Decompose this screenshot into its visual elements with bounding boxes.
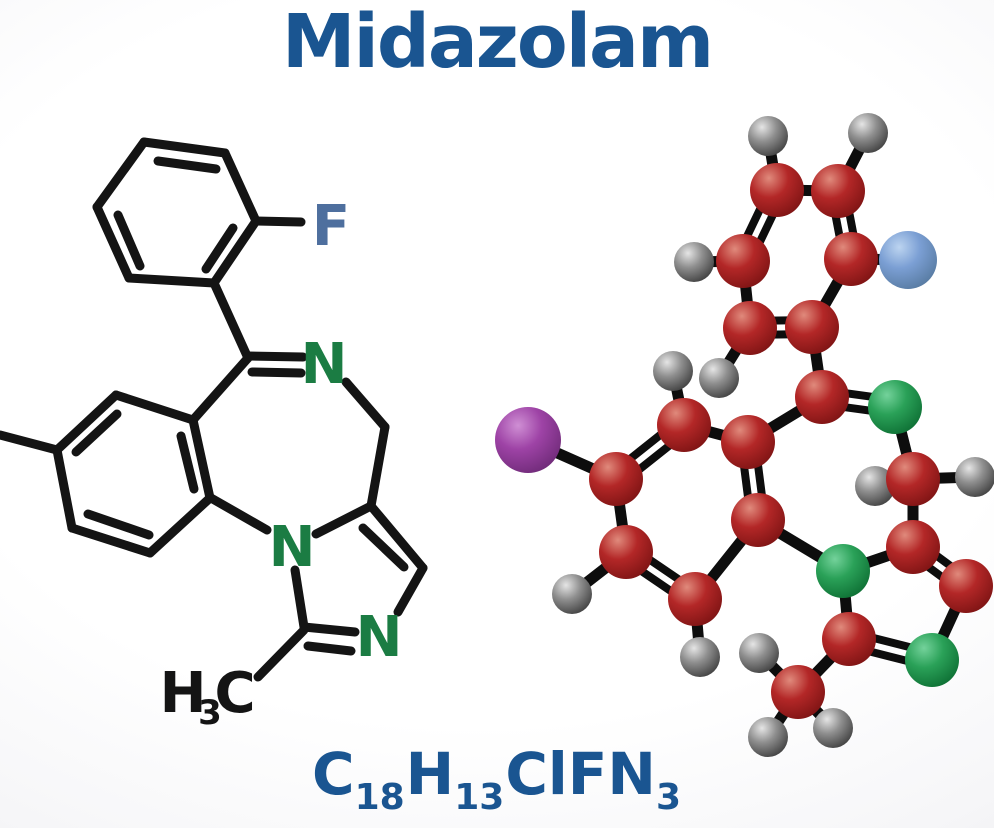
bond xyxy=(176,431,199,494)
atom-h xyxy=(699,358,739,398)
atom-c xyxy=(731,493,785,547)
atom-c xyxy=(822,612,876,666)
bond xyxy=(67,523,155,558)
atom-c xyxy=(723,301,777,355)
bond xyxy=(124,273,219,288)
bond xyxy=(201,223,238,274)
atom-n xyxy=(816,544,870,598)
atom-h xyxy=(653,351,693,391)
atom-c xyxy=(771,665,825,719)
atom-h xyxy=(748,717,788,757)
atom-h xyxy=(955,457,994,497)
bond xyxy=(341,377,390,432)
bond xyxy=(243,351,308,362)
atom-c xyxy=(785,300,839,354)
atom-label-n: N xyxy=(301,332,348,397)
bond xyxy=(71,409,122,457)
atom-c xyxy=(824,232,878,286)
atom-f xyxy=(879,231,937,289)
bond xyxy=(209,216,261,288)
bond xyxy=(188,353,253,425)
atom-label-f: F xyxy=(312,194,350,259)
atom-c xyxy=(795,370,849,424)
atom-c xyxy=(886,452,940,506)
bond xyxy=(393,563,428,617)
formula-subscript: 13 xyxy=(454,777,505,818)
model-atoms xyxy=(495,113,994,757)
bond xyxy=(0,430,62,455)
formula-element: ClFN xyxy=(505,740,656,808)
bond xyxy=(92,202,134,283)
bond xyxy=(206,493,272,535)
atom-c xyxy=(939,559,993,613)
atom-label-n: N xyxy=(356,605,403,670)
atom-c xyxy=(716,234,770,288)
atom-h xyxy=(680,637,720,677)
molecule-title: Midazolam xyxy=(281,0,714,85)
atom-cl xyxy=(495,407,561,473)
atom-c xyxy=(811,164,865,218)
bond xyxy=(83,509,154,540)
bond xyxy=(52,445,77,533)
atom-h xyxy=(674,242,714,282)
bond xyxy=(366,422,390,511)
bond xyxy=(311,501,376,539)
ball-and-stick-model xyxy=(495,113,994,757)
bond xyxy=(251,216,306,227)
bond xyxy=(299,622,360,637)
atom-h xyxy=(552,574,592,614)
formula-subscript: 3 xyxy=(655,777,681,818)
atom-h xyxy=(855,466,895,506)
bond xyxy=(366,501,428,573)
skeletal-bonds xyxy=(0,137,428,682)
atom-n xyxy=(905,633,959,687)
atom-c xyxy=(668,572,722,626)
atom-label-h: H xyxy=(160,661,207,726)
formula-element: C xyxy=(311,740,355,808)
bond xyxy=(303,641,356,656)
atom-h xyxy=(813,708,853,748)
atom-c xyxy=(750,163,804,217)
atom-label-3: 3 xyxy=(198,693,222,733)
molecular-formula: C18H13ClFN3 xyxy=(0,744,994,818)
bond xyxy=(139,137,230,158)
atom-c xyxy=(599,525,653,579)
atom-c xyxy=(886,520,940,574)
bond xyxy=(209,278,253,363)
bond xyxy=(52,390,121,455)
atom-c xyxy=(589,452,643,506)
formula-element: H xyxy=(405,740,455,808)
atom-n xyxy=(868,380,922,434)
bond xyxy=(290,565,309,632)
bond xyxy=(153,156,221,174)
bond xyxy=(247,367,306,378)
atom-label-n: N xyxy=(269,515,316,580)
bond xyxy=(188,415,215,503)
bond xyxy=(92,137,149,212)
bond xyxy=(113,210,145,271)
atom-h xyxy=(748,116,788,156)
atom-h xyxy=(848,113,888,153)
formula-subscript: 18 xyxy=(354,777,405,818)
atom-c xyxy=(657,398,711,452)
bond xyxy=(358,523,409,572)
bond xyxy=(111,390,198,425)
bond xyxy=(145,493,215,558)
bond xyxy=(253,625,309,682)
atom-c xyxy=(721,415,775,469)
atom-h xyxy=(739,633,779,673)
atom-label-c: C xyxy=(214,661,255,726)
bond xyxy=(220,148,261,226)
